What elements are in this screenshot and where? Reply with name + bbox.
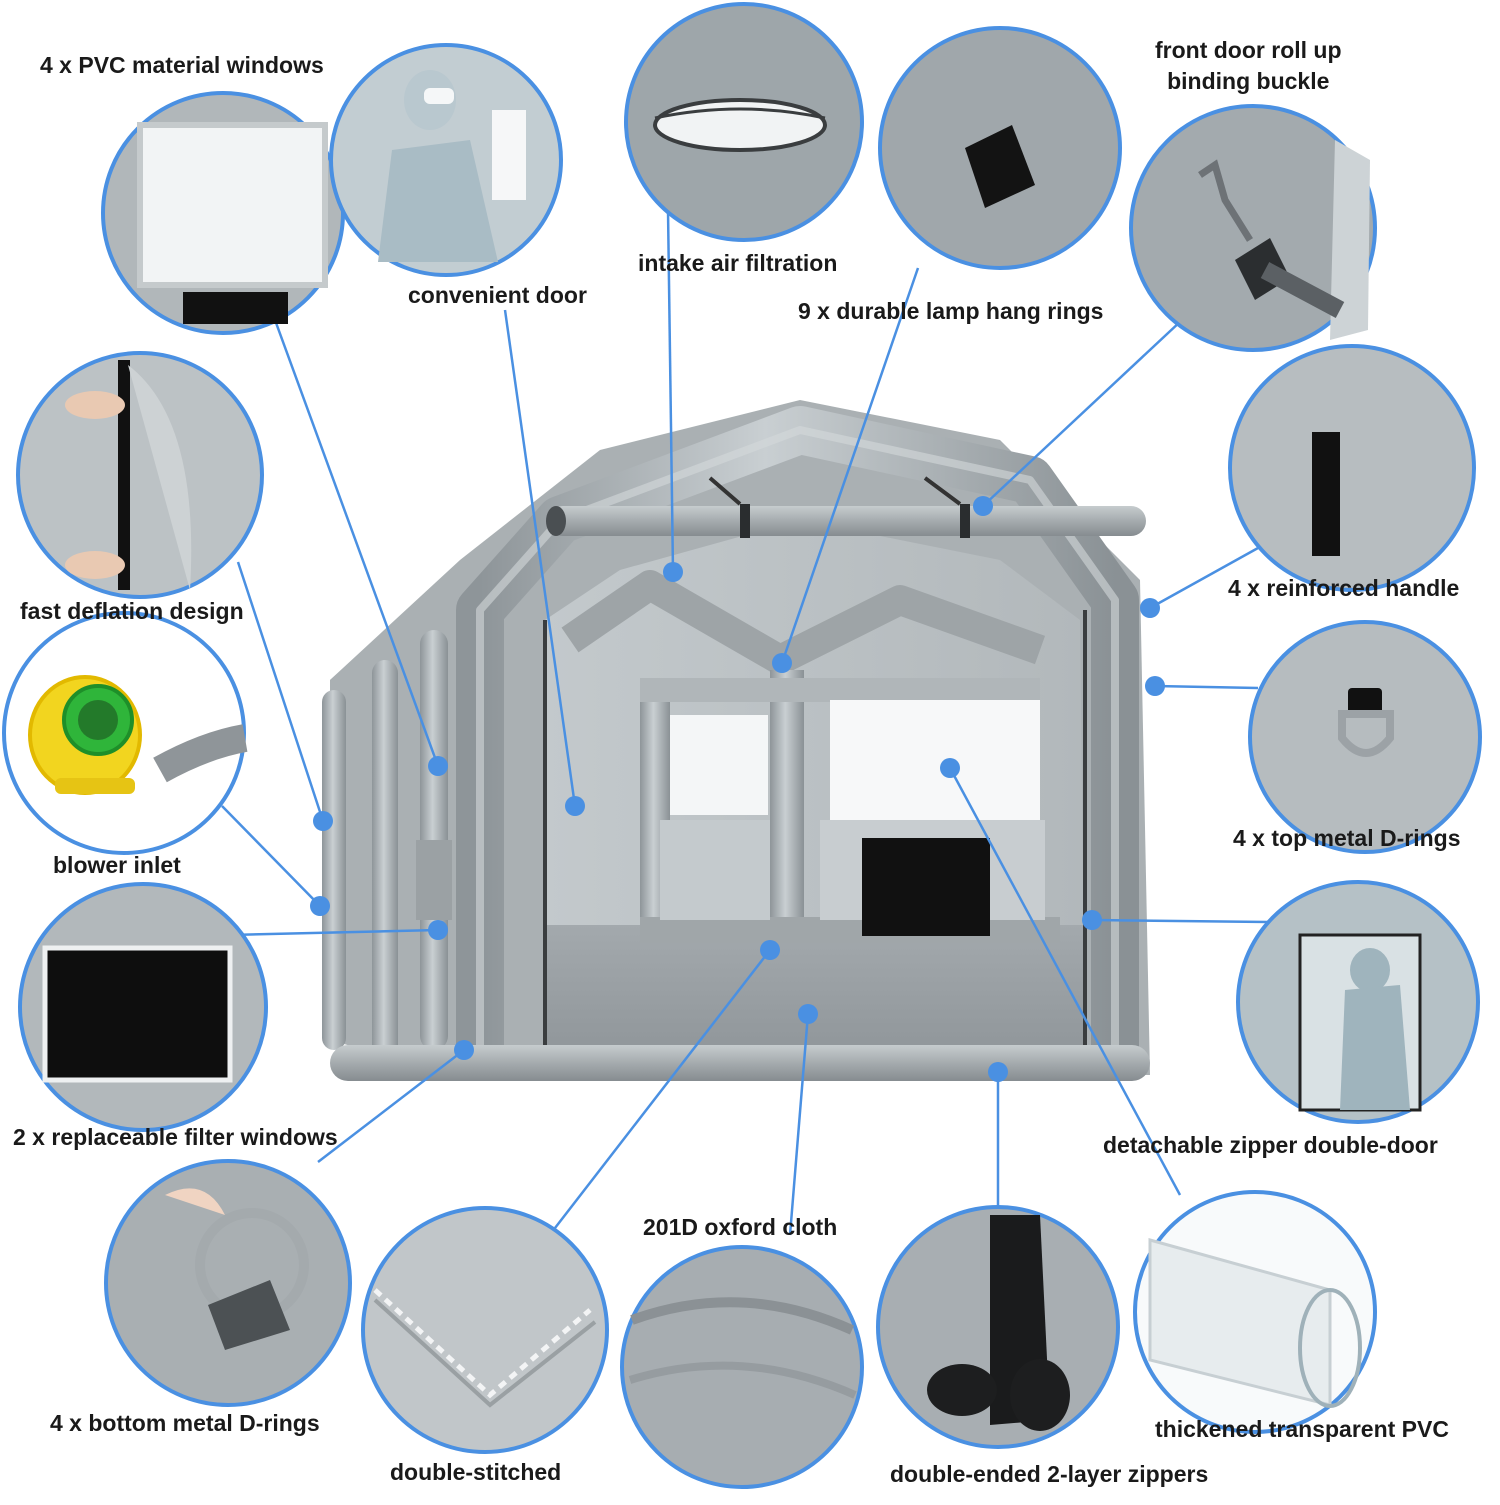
blower-icon (2, 611, 248, 855)
label-top-d-rings-line: 4 x top metal D-rings (1233, 825, 1461, 851)
label-front-door-buckle-line-1: front door roll up (1155, 37, 1342, 63)
label-lamp-hang-rings: 9 x durable lamp hang rings (798, 296, 1103, 327)
label-intake-air-filtration: intake air filtration (638, 248, 837, 279)
stitch-icon (361, 1206, 609, 1454)
label-bottom-d-rings-line: 4 x bottom metal D-rings (50, 1410, 320, 1436)
bottom-d-ring-icon (104, 1159, 352, 1407)
tent-window-left (670, 715, 768, 815)
label-transparent-pvc-line: thickened transparent PVC (1155, 1416, 1449, 1442)
deflation-zipper-icon (16, 351, 264, 599)
label-top-d-rings: 4 x top metal D-rings (1233, 823, 1460, 854)
label-reinforced-handle-line: 4 x reinforced handle (1228, 575, 1460, 601)
pvc-roll-icon (1133, 1190, 1377, 1434)
label-pvc-windows-line: 4 x PVC material windows (40, 52, 324, 78)
label-zipper-double-door-line: detachable zipper double-door (1103, 1132, 1438, 1158)
label-zipper-double-door: detachable zipper double-door (1103, 1130, 1438, 1161)
label-filter-windows-line: 2 x replaceable filter windows (13, 1124, 338, 1150)
label-pvc-windows: 4 x PVC material windows (40, 50, 324, 81)
rolled-door (548, 506, 1146, 536)
zipper-pull-icon (876, 1205, 1120, 1449)
label-double-stitched: double-stitched (390, 1457, 561, 1488)
handle-icon (1228, 344, 1476, 592)
detail-circles (2, 2, 1482, 1489)
label-convenient-door: convenient door (408, 280, 587, 311)
lamp-ring-icon (878, 26, 1122, 270)
label-double-stitched-line: double-stitched (390, 1459, 562, 1485)
pvc-window-icon (101, 91, 345, 335)
label-two-layer-zippers: double-ended 2-layer zippers (890, 1459, 1208, 1490)
label-lamp-hang-rings-line: 9 x durable lamp hang rings (798, 298, 1104, 324)
connector-lines (221, 209, 1269, 1236)
label-blower-inlet-line: blower inlet (53, 852, 181, 878)
label-two-layer-zippers-line: double-ended 2-layer zippers (890, 1461, 1209, 1487)
connector-dots (310, 496, 1165, 1082)
filter-window-icon (18, 882, 268, 1132)
tent-window-right (830, 700, 1040, 820)
label-bottom-d-rings: 4 x bottom metal D-rings (50, 1408, 320, 1439)
label-front-door-buckle: front door roll up binding buckle (1155, 35, 1342, 97)
label-fast-deflation: fast deflation design (20, 596, 244, 627)
label-blower-inlet: blower inlet (53, 850, 181, 881)
door-worker-icon (329, 43, 563, 277)
air-vent-icon (624, 2, 864, 242)
label-reinforced-handle: 4 x reinforced handle (1228, 573, 1459, 604)
fabric-icon (620, 1245, 864, 1489)
tent-floor (545, 925, 1085, 1062)
label-fast-deflation-line: fast deflation design (20, 598, 244, 624)
zipper-door-icon (1236, 880, 1480, 1124)
label-filter-windows: 2 x replaceable filter windows (13, 1122, 338, 1153)
label-transparent-pvc: thickened transparent PVC (1155, 1414, 1449, 1445)
paint-booth-tent (322, 400, 1150, 1081)
d-ring-icon (1248, 620, 1482, 854)
label-oxford-cloth: 201D oxford cloth (643, 1212, 837, 1243)
tent-filter-window (862, 838, 990, 936)
label-intake-air-filtration-line: intake air filtration (638, 250, 838, 276)
label-convenient-door-line: convenient door (408, 282, 587, 308)
label-oxford-cloth-line: 201D oxford cloth (643, 1214, 838, 1240)
label-front-door-buckle-line-2: binding buckle (1167, 68, 1330, 94)
buckle-icon (1129, 104, 1377, 352)
